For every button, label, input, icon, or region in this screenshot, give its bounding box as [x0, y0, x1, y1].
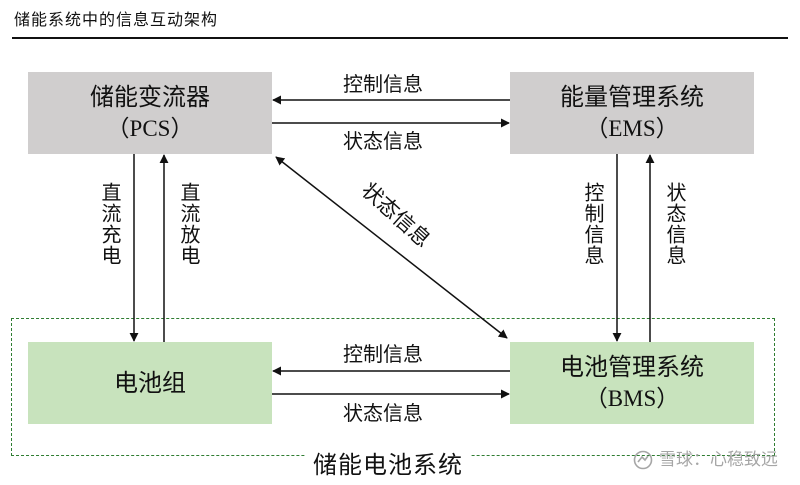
- label-bms-ems-status: 状态信息: [663, 182, 687, 266]
- page-title: 储能系统中的信息互动架构: [14, 10, 219, 29]
- watermark: 雪球：心稳致远: [633, 449, 778, 471]
- battery-pack-name: 电池组: [114, 369, 186, 397]
- label-battery-bms-status: 状态信息: [343, 401, 423, 425]
- label-dc-charge: 直流充电: [98, 182, 122, 266]
- label-pcs-ems-status: 状态信息: [343, 129, 423, 153]
- title-divider: [12, 37, 788, 39]
- ems-name: 能量管理系统: [560, 83, 704, 111]
- bms-box: 电池管理系统 （BMS）: [510, 342, 754, 424]
- pcs-abbr: （PCS）: [106, 116, 194, 141]
- ems-box: 能量管理系统 （EMS）: [510, 72, 754, 154]
- label-pcs-ems-control: 控制信息: [343, 72, 423, 96]
- pcs-box: 储能变流器 （PCS）: [28, 72, 272, 154]
- bms-abbr: （BMS）: [584, 386, 680, 411]
- battery-system-label: 储能电池系统: [305, 449, 471, 481]
- bms-name: 电池管理系统: [560, 353, 704, 381]
- watermark-text: 雪球：心稳致远: [659, 450, 778, 470]
- label-ems-bms-control: 控制信息: [581, 182, 605, 266]
- ems-abbr: （EMS）: [585, 116, 679, 141]
- arrow-pcs-bms-diagonal-status: [275, 156, 508, 339]
- battery-pack-box: 电池组: [28, 342, 272, 424]
- snowball-logo-icon: [633, 450, 653, 470]
- pcs-name: 储能变流器: [90, 83, 210, 111]
- label-battery-bms-control: 控制信息: [343, 342, 423, 366]
- label-dc-discharge: 直流放电: [177, 182, 201, 266]
